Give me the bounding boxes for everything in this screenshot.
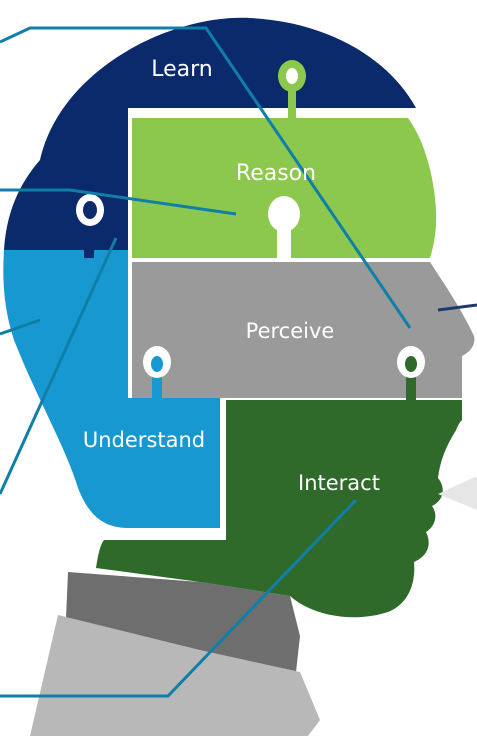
learn-piece	[4, 17, 416, 250]
reason-piece	[132, 118, 437, 258]
reason-leader-line	[0, 188, 237, 216]
understand-label: Understand	[83, 428, 205, 452]
interact-leader-line	[0, 498, 358, 698]
perceive-leader-line	[437, 303, 477, 312]
knob-perceive-interact	[397, 346, 425, 402]
knob-perceive-understand	[143, 346, 171, 400]
neck-dark-band	[66, 572, 300, 672]
perceive-label: Perceive	[246, 319, 335, 343]
reason-lower-leader-line	[0, 237, 118, 495]
learn-leader-line	[0, 26, 412, 329]
understand-piece	[3, 250, 221, 528]
nose-notch	[453, 400, 477, 478]
interact-label: Interact	[298, 471, 380, 495]
neck-light-band	[30, 615, 320, 736]
knob-reason-learn-left	[76, 194, 104, 258]
understand-leader-line	[0, 318, 41, 336]
knob-reason-perceive	[268, 196, 300, 262]
reason-label: Reason	[236, 161, 316, 186]
eye-notch	[438, 476, 477, 510]
knob-learn-reason	[278, 60, 306, 118]
interact-piece	[96, 400, 468, 618]
learn-label: Learn	[151, 57, 213, 82]
